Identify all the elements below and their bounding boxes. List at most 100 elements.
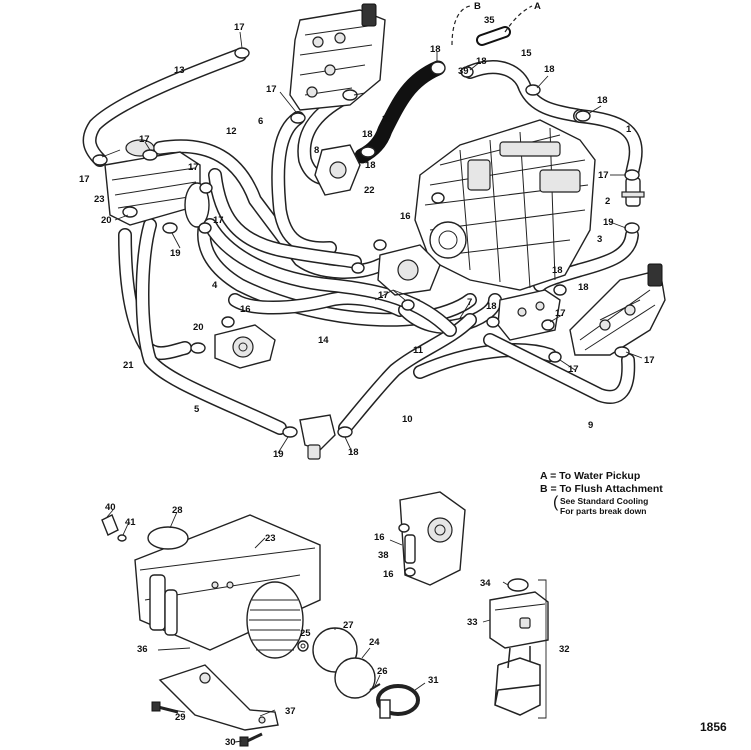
engine-block <box>414 119 596 291</box>
callout-39: 39 <box>458 66 469 77</box>
legend-b: B = To Flush Attachment <box>540 483 663 495</box>
callout-18: 18 <box>552 265 563 276</box>
oil-cooler <box>497 289 561 341</box>
callout-18: 18 <box>476 56 487 67</box>
callout-25: 25 <box>300 628 311 639</box>
exhaust-manifold-right <box>569 263 666 356</box>
callout-12: 12 <box>226 126 237 137</box>
callout-16: 16 <box>383 569 394 580</box>
callout-1: 1 <box>626 124 632 135</box>
mounting-bracket <box>158 664 279 731</box>
line-b <box>451 5 471 46</box>
circulating-pump <box>377 244 441 296</box>
hose-clamp-31 <box>376 684 420 719</box>
callout-a: A <box>534 1 541 12</box>
callout-16: 16 <box>374 532 385 543</box>
callout-33: 33 <box>467 617 478 628</box>
hose-clamps <box>92 47 640 438</box>
callout-6: 6 <box>258 116 263 127</box>
callout-18: 18 <box>578 282 589 293</box>
sea-water-pump <box>214 324 276 369</box>
callout-10: 10 <box>402 414 413 425</box>
screw-26 <box>369 683 381 691</box>
leader-lines <box>101 31 643 743</box>
callout-21: 21 <box>123 360 134 371</box>
figure-number: 1856 <box>700 720 727 734</box>
callout-37: 37 <box>285 706 296 717</box>
washer-25 <box>297 640 309 652</box>
callout-34: 34 <box>480 578 491 589</box>
legend-a: A = To Water Pickup <box>540 470 641 482</box>
callout-b: B <box>474 1 481 12</box>
bolt-29 <box>151 701 179 714</box>
callout-31: 31 <box>428 675 439 686</box>
callout-numbers: 17 13 17 6 35 18 39 18 15 18 35 18 1 B A… <box>79 15 655 748</box>
callout-30: 30 <box>225 737 236 748</box>
coolant-reservoir <box>489 578 549 649</box>
callout-18: 18 <box>362 129 373 140</box>
callout-17: 17 <box>568 364 579 375</box>
legend-bracket: ( <box>553 494 559 511</box>
tee-fitting <box>299 414 336 460</box>
callout-15: 15 <box>521 48 532 59</box>
callout-28: 28 <box>172 505 183 516</box>
cap-40 <box>101 514 127 542</box>
callout-9: 9 <box>588 420 593 431</box>
callout-18: 18 <box>486 301 497 312</box>
callout-23: 23 <box>265 533 276 544</box>
callout-29: 29 <box>175 712 186 723</box>
fitting-2 <box>621 177 645 207</box>
legend-note-line2: For parts break down <box>560 506 647 516</box>
callout-17: 17 <box>378 290 389 301</box>
line-a <box>504 5 533 33</box>
callout-41: 41 <box>125 517 136 528</box>
callout-14: 14 <box>318 335 329 346</box>
callout-5: 5 <box>194 404 200 415</box>
callout-17: 17 <box>266 84 277 95</box>
callout-17: 17 <box>644 355 655 366</box>
pump-detail <box>398 491 466 586</box>
callout-24: 24 <box>369 637 380 648</box>
reservoir-bracket <box>494 646 541 716</box>
callout-38: 38 <box>378 550 389 561</box>
callout-18: 18 <box>348 447 359 458</box>
callout-18: 17 <box>598 170 609 181</box>
callout-18: 18 <box>365 160 376 171</box>
callout-17: 17 <box>79 174 90 185</box>
end-plate-24 <box>334 657 376 699</box>
callout-19: 19 <box>170 248 181 259</box>
legend-note-line1: See Standard Cooling <box>560 496 649 506</box>
callout-19: 19 <box>273 449 284 460</box>
callout-23: 23 <box>94 194 105 205</box>
callout-20: 20 <box>101 215 112 226</box>
callout-17: 17 <box>188 162 199 173</box>
bolt-30 <box>239 732 263 747</box>
callout-18: 18 <box>430 44 441 55</box>
callout-7: 7 <box>467 297 472 308</box>
callout-11: 11 <box>413 345 424 356</box>
callout-16: 16 <box>400 211 411 222</box>
callout-22: 22 <box>364 185 375 196</box>
thermostat-housing <box>314 144 361 196</box>
callout-27: 27 <box>343 620 354 631</box>
callout-17: 17 <box>234 22 245 33</box>
callout-40: 40 <box>105 502 116 513</box>
callout-13: 13 <box>174 65 185 76</box>
callout-4: 4 <box>212 280 218 291</box>
callout-32: 32 <box>559 644 570 655</box>
exhaust-manifold-left <box>289 3 386 111</box>
callout-17: 17 <box>139 134 150 145</box>
callout-26: 26 <box>377 666 388 677</box>
callout-8: 8 <box>314 145 319 156</box>
callout-16: 16 <box>240 304 251 315</box>
callout-17: 17 <box>555 308 566 319</box>
callout-17: 17 <box>213 215 224 226</box>
callout-18: 18 <box>544 64 555 75</box>
callout-35: 35 <box>484 15 495 26</box>
callout-20: 20 <box>193 322 204 333</box>
callout-3: 3 <box>597 234 602 245</box>
callout-35: 35 <box>382 114 393 125</box>
callout-2: 2 <box>605 196 610 207</box>
